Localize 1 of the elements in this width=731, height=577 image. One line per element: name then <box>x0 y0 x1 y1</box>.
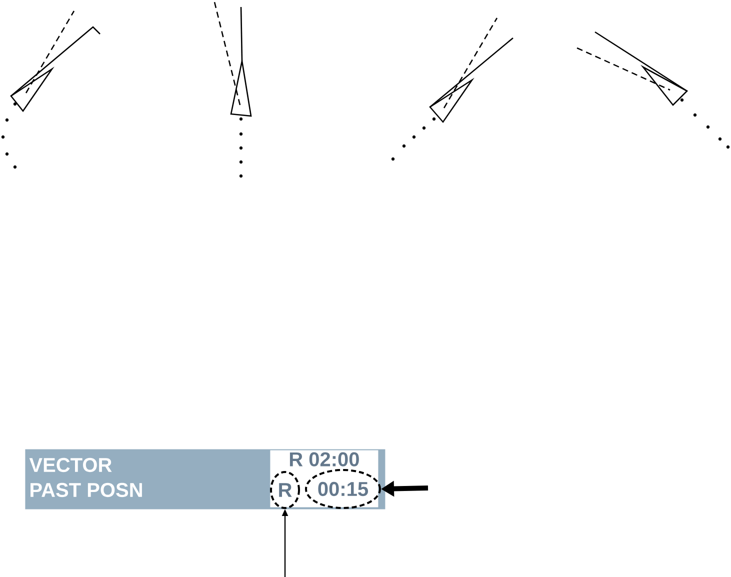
node-label: R 02:00 <box>290 452 359 466</box>
